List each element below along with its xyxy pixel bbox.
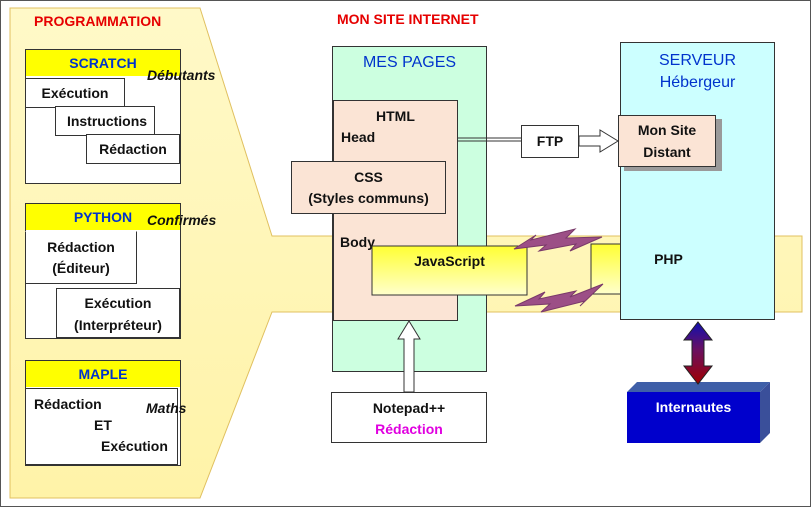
- python-execution-box: [56, 288, 180, 338]
- scratch-step-redaction-label: Rédaction: [99, 141, 167, 157]
- python-header: PYTHON: [26, 204, 180, 230]
- server-title: SERVEUR: [658, 52, 737, 69]
- server-subtitle: Hébergeur: [659, 74, 736, 91]
- python-level-tag: Confirmés: [147, 212, 217, 228]
- server-column: [620, 42, 775, 320]
- javascript-label: JavaScript: [414, 253, 485, 269]
- ftp-box: [521, 125, 579, 158]
- maple-content-box: [25, 388, 178, 465]
- css-label: CSS: [354, 169, 383, 185]
- maple-line-execution: Exécution: [101, 438, 168, 454]
- remote-site-label: Mon Site: [637, 122, 697, 138]
- python-redaction-box: [25, 231, 137, 284]
- scratch-step-redaction: [86, 134, 180, 164]
- head-label: Head: [341, 129, 376, 145]
- python-redaction-label: Rédaction: [47, 239, 115, 255]
- css-sub: (Styles communs): [308, 190, 429, 206]
- scratch-level-tag: Débutants: [147, 67, 216, 83]
- scratch-step-execution-label: Exécution: [41, 85, 109, 101]
- lightning-to-javascript: [513, 228, 603, 252]
- maple-header: MAPLE: [26, 361, 180, 387]
- internautes-label: Internautes: [655, 399, 732, 415]
- pages-title: MES PAGES: [362, 54, 457, 71]
- css-box: [291, 161, 446, 214]
- maple-line-et: ET: [94, 417, 112, 433]
- lightning-to-php: [514, 283, 604, 313]
- internautes-side: [760, 382, 770, 443]
- internautes-front: [627, 392, 760, 443]
- maple-line-redaction: Rédaction: [34, 396, 102, 412]
- python-execution-label: Exécution: [84, 295, 152, 311]
- javascript-bar: [371, 245, 528, 296]
- ftp-arrow: [578, 129, 619, 153]
- internautes-top: [627, 382, 770, 392]
- editor-box: [331, 392, 487, 443]
- maple-level-tag: Maths: [146, 400, 187, 416]
- scratch-header: SCRATCH: [26, 50, 180, 76]
- html-label: HTML: [376, 108, 415, 124]
- programmation-title: PROGRAMMATION: [34, 13, 162, 29]
- server-users-arrow: [682, 321, 714, 385]
- editor-name: Notepad++: [372, 400, 446, 416]
- editor-role: Rédaction: [375, 421, 443, 437]
- site-title: MON SITE INTERNET: [337, 11, 479, 27]
- editor-up-arrow: [397, 320, 421, 393]
- php-label: PHP: [654, 251, 683, 267]
- scratch-step-instructions-label: Instructions: [66, 113, 148, 129]
- remote-site-box: [618, 115, 716, 167]
- scratch-step-instructions: [55, 106, 155, 136]
- body-label: Body: [340, 234, 375, 250]
- ftp-label: FTP: [536, 133, 564, 149]
- python-execution-sub: (Interpréteur): [74, 317, 162, 333]
- remote-site-sub: Distant: [643, 144, 691, 160]
- python-redaction-sub: (Éditeur): [52, 260, 110, 276]
